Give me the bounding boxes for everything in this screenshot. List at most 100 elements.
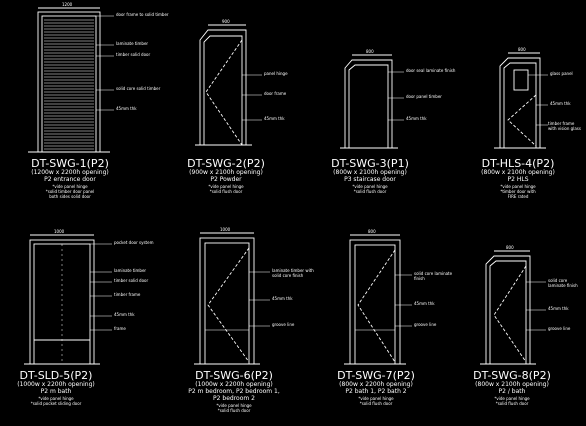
door-3-note: *solid flush door (353, 189, 387, 194)
door-3-elevation (340, 54, 398, 149)
door-5-callout: timber frame (114, 292, 141, 297)
door-5-code: DT-SLD-5(P2) (19, 369, 93, 382)
door-2-note: *vide panel hinge (208, 184, 244, 189)
door-5-note: *solid pocket sliding door (30, 401, 82, 406)
door-6-callout: 45mm thk (272, 296, 293, 301)
door-7-note: *solid flush door (359, 401, 393, 406)
door-2-callout: door frame (264, 91, 287, 96)
door-6-opening: (1000w x 2200h opening) (195, 381, 273, 388)
door-1-note: *vide panel hinge (52, 184, 88, 189)
door-5-callout: 45mm thk (114, 312, 135, 317)
door-2-callout: panel hinge (264, 71, 288, 76)
door-8-top-dim: 800 (506, 245, 514, 250)
door-6-frame (199, 237, 255, 365)
door-5-location: P2 m bath (40, 388, 72, 395)
door-6-leaf (204, 242, 250, 365)
door-4-leaf (503, 62, 537, 148)
door-7-note: *vide panel hinge (358, 396, 394, 401)
door-8-callout: solid core laminate finish (548, 278, 578, 288)
door-8-leaf (489, 260, 527, 364)
door-4-top-dim: 800 (518, 47, 526, 52)
door-3-callout: door seal laminate finish (406, 68, 456, 73)
callout-leaders (90, 15, 548, 331)
door-6-callout: laminate timber with solid core finish (272, 268, 314, 278)
door-3-location: P3 staircase door (344, 176, 396, 183)
door-2-swing-line (205, 39, 243, 146)
door-2-callout: 45mm thk (264, 116, 285, 121)
door-7-location: P2 bath 1, P2 bath 2 (345, 388, 407, 395)
door-8-note: *solid flush door (495, 401, 529, 406)
door-4-location: P2 HLS (507, 176, 529, 183)
door-1-callout: solid core solid timber (116, 86, 161, 91)
door-3-code: DT-SWG-3(P1) (331, 157, 409, 170)
door-6-callout: groove line (272, 322, 295, 327)
door-4-note: *timber door with (500, 189, 536, 194)
door-6-top-dim: 1000 (220, 227, 231, 232)
door-2-location: P2 Powder (210, 176, 242, 183)
door-3-note: *vide panel hinge (352, 184, 388, 189)
door-1-location: P2 entrance door (44, 176, 96, 183)
door-1-code: DT-SWG-1(P2) (31, 157, 109, 170)
door-1-callout: 45mm thk (116, 106, 137, 111)
door-7-leaf (354, 244, 396, 365)
door-5-elevation (24, 234, 100, 365)
door-1-note: *solid timber door panel (45, 189, 95, 194)
door-2-leaf (203, 35, 243, 145)
door-5-callout: laminate timber (114, 268, 147, 273)
door-4-frame (499, 57, 541, 148)
door-5-callout: timber solid door (114, 278, 149, 283)
door-1-leaf (41, 15, 97, 153)
door-2-note: *solid flush door (209, 189, 243, 194)
door-4-callout: timber frame with vision glass (548, 121, 581, 131)
door-1-note: both sides solid door (49, 194, 91, 199)
door-6-note: *solid flush door (217, 408, 251, 413)
door-2-elevation (195, 24, 252, 146)
door-4-callout: glass panel (550, 71, 573, 76)
door-2-top-dim: 900 (222, 19, 230, 24)
door-1-elevation (28, 7, 110, 153)
door-6-location-line-2: P2 bedroom 2 (213, 395, 255, 402)
door-3-leaf (348, 64, 389, 148)
door-5-opening: (1000w x 2200h opening) (17, 381, 95, 388)
door-6-code: DT-SWG-6(P2) (195, 369, 273, 382)
door-1-callout: door frame to solid timber (116, 12, 169, 17)
door-2-frame (199, 29, 247, 145)
door-8-note: *vide panel hinge (494, 396, 530, 401)
door-4-vision-panel (513, 69, 529, 91)
door-1-opening: (1200w x 2200h opening) (31, 169, 109, 176)
door-2-opening: (900w x 2100h opening) (189, 169, 263, 176)
door-3-callout: door panel timber (406, 94, 442, 99)
door-5-note: *vide panel hinge (38, 396, 74, 401)
door-6-note: *vide panel hinge (216, 403, 252, 408)
door-7-frame (349, 239, 401, 365)
door-8-opening: (800w x 2100h opening) (475, 381, 549, 388)
door-7-callout: solid core laminate finish (414, 271, 453, 281)
door-6-location: P2 m bedroom, P2 bedroom 1, (188, 388, 280, 395)
door-5-callout: pocket door system (114, 240, 154, 245)
door-5-top-dim: 1000 (54, 229, 65, 234)
door-5-callout: frame (114, 326, 126, 331)
door-4-callout: 45mm thk (550, 101, 571, 106)
door-8-location: P2 / bath (498, 388, 526, 395)
door-7-opening: (800w x 2200h opening) (339, 381, 413, 388)
door-8-elevation (480, 250, 536, 365)
door-1-callout: timber solid door (116, 52, 151, 57)
door-2-code: DT-SWG-2(P2) (187, 157, 265, 170)
door-4-note: *vide panel hinge (500, 184, 536, 189)
door-3-frame (344, 59, 393, 148)
door-6-elevation (194, 232, 260, 365)
door-8-code: DT-SWG-8(P2) (473, 369, 551, 382)
door-7-top-dim: 800 (368, 229, 376, 234)
door-3-opening: (800w x 2100h opening) (333, 169, 407, 176)
door-1-callout: laminate timber (116, 41, 149, 46)
door-4-elevation (494, 52, 546, 149)
door-4-opening: (800w x 2100h opening) (481, 169, 555, 176)
door-7-callout: groove line (414, 322, 437, 327)
door-8-callout: groove line (548, 326, 571, 331)
door-7-code: DT-SWG-7(P2) (337, 369, 415, 382)
door-1-top-dim: 1200 (62, 2, 73, 7)
door-7-elevation (344, 234, 406, 365)
door-4-note: FIRE rated (507, 194, 529, 199)
